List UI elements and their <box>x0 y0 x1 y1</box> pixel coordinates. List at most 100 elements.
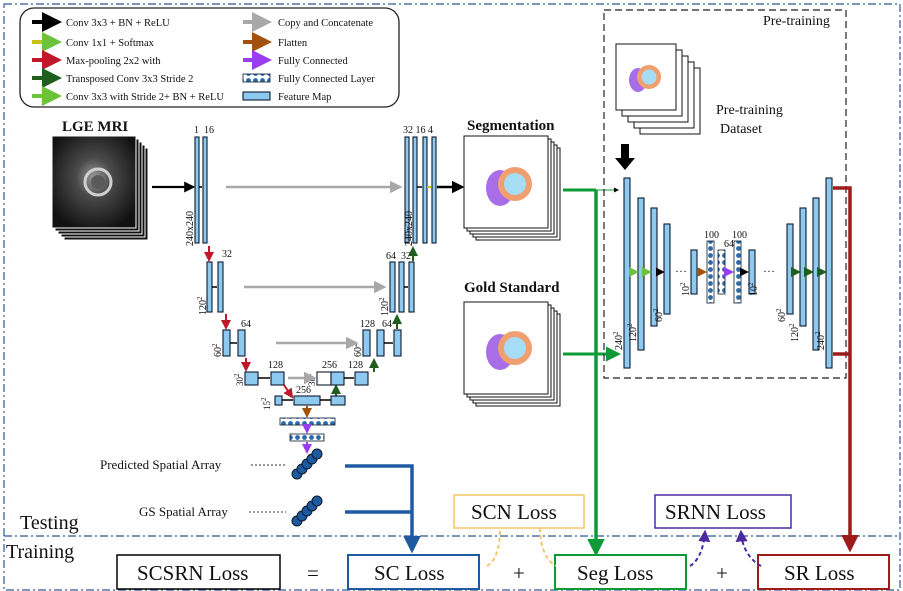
legend-item-fc-layer: Fully Connected Layer <box>242 73 375 85</box>
gs-spatial-array <box>291 495 323 527</box>
feature-map <box>222 329 231 357</box>
enc1-size: 240x240 <box>185 211 196 246</box>
sc-loss-label: SC Loss <box>374 561 445 585</box>
sr-network: ··· ··· 2402 1202 602 102 100 64 100 102… <box>612 177 833 369</box>
sr-label-240-left: 2402 <box>612 331 625 350</box>
feature-map <box>786 223 794 315</box>
sr-label-100-a: 100 <box>704 230 719 241</box>
feature-map <box>748 249 756 295</box>
legend-box <box>19 7 400 108</box>
feature-map <box>202 136 208 244</box>
plus-sign: + <box>716 561 728 585</box>
sr-label-10-right: 102 <box>747 282 760 296</box>
pretraining-dataset-label-1: Pre-training <box>716 103 783 118</box>
feature-map <box>330 371 345 386</box>
arrow-maxpool <box>283 384 294 399</box>
scsrn-loss-label: SCSRN Loss <box>137 561 248 585</box>
feature-map <box>663 223 671 315</box>
sr-label-240-right: 2402 <box>814 331 827 350</box>
enc4-size: 302 <box>233 373 245 386</box>
lge-mri-title: LGE MRI <box>62 119 128 135</box>
fc-layer <box>289 433 325 442</box>
lge-mri-stack <box>51 135 149 241</box>
pretraining-dataset-stack <box>615 43 701 135</box>
sr-label-120-right: 1202 <box>788 323 801 342</box>
dec3-channels-b: 64 <box>382 319 392 330</box>
feature-map <box>217 261 224 313</box>
feature-map <box>376 329 385 357</box>
unet: 1 16 240x240 32 1202 64 602 128 302 256 … <box>152 125 465 454</box>
segmentation-stack <box>463 135 561 241</box>
sr-label-100-b: 100 <box>732 230 747 241</box>
feature-map <box>293 395 321 406</box>
testing-label: Testing <box>20 512 79 534</box>
enc1-channels-b: 16 <box>204 125 214 136</box>
dec3-channels-a: 128 <box>360 319 375 330</box>
feature-map <box>270 371 285 386</box>
enc2-size: 1202 <box>196 296 209 315</box>
pretraining-title: Pre-training <box>763 14 830 29</box>
plus-sign: + <box>513 561 525 585</box>
outer-frame <box>3 3 901 591</box>
sr-label-60-right: 602 <box>775 308 788 322</box>
scn-dashed-connector <box>486 528 501 567</box>
equals-sign: = <box>307 561 319 585</box>
legend-label: Transposed Conv 3x3 Stride 2 <box>66 74 193 85</box>
seg-loss-box <box>554 554 687 590</box>
feature-map-copied <box>316 371 332 386</box>
sr-loss-label: SR Loss <box>784 561 855 585</box>
sr-label-10-left: 102 <box>679 282 692 296</box>
enc3-channels: 64 <box>241 319 251 330</box>
dec2-channels-b: 32 <box>401 251 411 262</box>
legend-label: Conv 3x3 with Stride 2+ BN + ReLU <box>66 92 224 103</box>
dec4-size: 302 <box>305 373 317 386</box>
dec2-channels-a: 64 <box>386 251 396 262</box>
legend-label: Fully Connected <box>278 56 348 67</box>
predicted-spatial-array <box>291 448 323 480</box>
gs-spatial-array-label: GS Spatial Array <box>139 504 228 519</box>
legend-label: Conv 3x3 + BN + ReLU <box>66 18 170 29</box>
segmentation-title: Segmentation <box>467 118 555 134</box>
srnn-loss-box <box>654 494 792 529</box>
legend-label: Fully Connected Layer <box>278 74 375 85</box>
legend-item-flatten: Flatten <box>243 32 308 52</box>
dec2-size: 1202 <box>378 297 391 316</box>
sc-loss-box <box>347 554 480 590</box>
predicted-spatial-array-label: Predicted Spatial Array <box>100 457 222 472</box>
dec4-channels-a: 256 <box>322 360 337 371</box>
legend-label: Conv 1x1 + Softmax <box>66 38 155 49</box>
legend-label: Flatten <box>278 38 308 49</box>
fc-layer <box>717 249 726 295</box>
dotted-layer-icon <box>242 73 271 83</box>
srnn-loss-label: SRNN Loss <box>665 500 766 524</box>
gold-standard-stack <box>463 301 561 407</box>
feature-map <box>412 136 418 244</box>
legend-item-transposed-conv: Transposed Conv 3x3 Stride 2 <box>32 68 193 88</box>
sc-line <box>345 464 421 554</box>
bottleneck-size: 152 <box>260 397 272 410</box>
feature-map <box>799 207 807 327</box>
scn-dashed-connector <box>539 527 557 567</box>
srnn-dashed-arrow <box>689 529 711 567</box>
feature-map <box>330 395 346 406</box>
scsrn-loss-box <box>116 554 281 590</box>
enc3-size: 602 <box>211 343 224 357</box>
srnn-dashed-arrow <box>735 529 762 567</box>
scn-loss-box <box>453 494 585 529</box>
dec3-size: 602 <box>351 343 364 357</box>
dec1-channels: 32 16 4 <box>403 125 433 136</box>
loss-equation: SCSRN Loss = SC Loss + Seg Loss + SR Los… <box>116 494 890 590</box>
feature-map-icon <box>242 91 271 101</box>
legend-item-conv-bn-relu: Conv 3x3 + BN + ReLU <box>32 12 170 32</box>
feature-map <box>422 136 428 244</box>
feature-map <box>650 207 658 327</box>
feature-map <box>431 136 437 244</box>
sr-loss-box <box>757 554 890 590</box>
sr-label-64: 64 <box>724 239 734 250</box>
pretraining-box <box>603 9 847 379</box>
scn-loss-label: SCN Loss <box>471 500 557 524</box>
legend-label: Max-pooling 2x2 with <box>66 56 161 67</box>
sr-label-60-left: 602 <box>652 308 665 322</box>
legend-item-conv-stride2: Conv 3x3 with Stride 2+ BN + ReLU <box>32 86 224 106</box>
